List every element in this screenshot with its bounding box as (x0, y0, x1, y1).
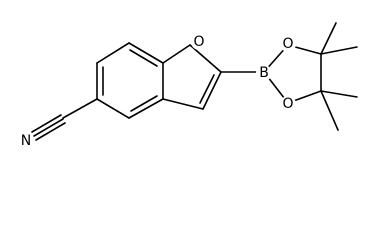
atom-label-nitrile-nitrogen: N (18, 133, 34, 149)
double-bond-inner (129, 49, 158, 67)
methyl-bond (320, 90, 339, 131)
bond (128, 98, 164, 119)
svg-text:O: O (282, 96, 293, 112)
atom-label-furan-oxygen: O (191, 34, 207, 50)
furan-ring (162, 44, 222, 110)
svg-text:B: B (259, 65, 269, 81)
bond (128, 42, 164, 64)
atom-label-boron: B (256, 65, 272, 81)
bond (202, 71, 222, 110)
nitrile-group (31, 98, 98, 141)
svg-text:N: N (21, 133, 31, 149)
bond (96, 98, 130, 119)
double-bond-inner (130, 95, 158, 112)
svg-text:O: O (193, 34, 204, 50)
bond (62, 98, 98, 119)
triple-bond (35, 122, 66, 141)
atom-label-boronate-oxygen-top: O (280, 36, 296, 52)
structure-diagram: O B O O N (18, 22, 358, 149)
bond (96, 42, 130, 64)
methyl-bond (320, 46, 358, 55)
svg-text:O: O (282, 36, 293, 52)
methyl-bond (320, 90, 358, 98)
benzene-ring (96, 42, 164, 119)
triple-bond (31, 114, 62, 133)
double-bond-inner (199, 74, 215, 104)
bond (162, 98, 204, 110)
atom-label-boronate-oxygen-bottom: O (280, 96, 296, 112)
bond (189, 44, 222, 73)
methyl-bond (320, 22, 337, 55)
bond (162, 44, 191, 64)
molecule-drawing: O B O O N (18, 22, 358, 149)
triple-bond (33, 118, 64, 137)
